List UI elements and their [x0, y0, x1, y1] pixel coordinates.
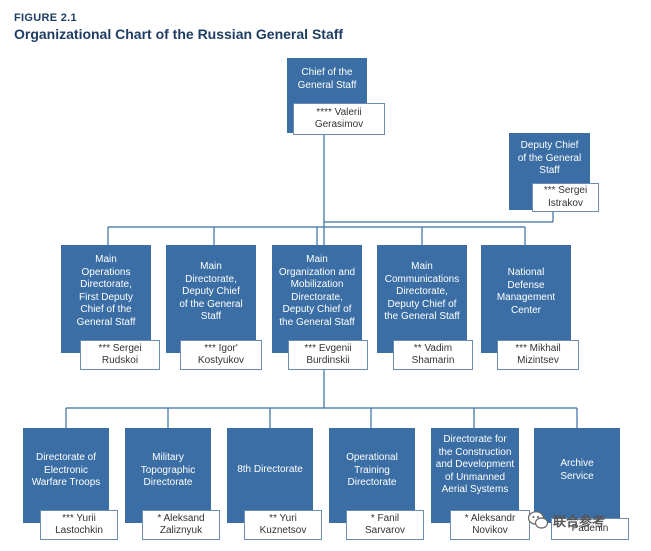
main-directorate-box: Main Directorate, Deputy Chief of the Ge…	[166, 245, 256, 353]
wechat-logo-icon	[527, 511, 549, 529]
military-topographic-directorate-box: Military Topographic Directorate	[125, 428, 211, 523]
eighth-directorate-box: 8th Directorate	[227, 428, 313, 523]
main-communications-box: Main Communications Directorate, Deputy …	[377, 245, 467, 353]
directorate-3-title: 8th Directorate	[237, 464, 303, 475]
unmanned-aerial-systems-directorate-box: Directorate for the Construction and Dev…	[431, 428, 519, 523]
directorate-1-name: *** Yurii Lastochkin	[40, 510, 118, 540]
deputy-title: Deputy Chief of the General Staff	[517, 140, 582, 176]
deputy-name: *** Sergei Istrakov	[532, 183, 599, 212]
watermark: 联合参考	[527, 508, 605, 532]
electronic-warfare-directorate-box: Directorate of Electronic Warfare Troops	[23, 428, 109, 523]
main-unit-1-name: *** Sergei Rudskoi	[80, 340, 160, 370]
main-unit-3-name: *** Evgenii Burdinskii	[288, 340, 368, 370]
directorate-2-name: * Aleksand Zaliznyuk	[142, 510, 220, 540]
operational-training-directorate-box: Operational Training Directorate	[329, 428, 415, 523]
directorate-6-title: Archive Service	[560, 458, 594, 482]
main-unit-3-title: Main Organization and Mobilization Direc…	[278, 254, 356, 328]
directorate-3-name: ** Yuri Kuznetsov	[244, 510, 322, 540]
figure-label: FIGURE 2.1	[14, 12, 77, 24]
directorate-5-name: * Aleksandr Novikov	[450, 510, 530, 540]
national-defense-center-box: National Defense Management Center	[481, 245, 571, 353]
main-organization-mobilization-box: Main Organization and Mobilization Direc…	[272, 245, 362, 353]
archive-service-box: Archive Service	[534, 428, 620, 523]
chart-title: Organizational Chart of the Russian Gene…	[14, 26, 344, 42]
directorate-6-name: Padenin	[551, 518, 629, 540]
main-unit-1-title: Main Operations Directorate, First Deput…	[76, 254, 136, 328]
directorate-4-title: Operational Training Directorate	[346, 452, 398, 488]
directorate-1-title: Directorate of Electronic Warfare Troops	[31, 452, 101, 488]
main-unit-2-title: Main Directorate, Deputy Chief of the Ge…	[179, 261, 243, 322]
main-unit-4-title: Main Communications Directorate, Deputy …	[384, 261, 460, 322]
main-operations-directorate-box: Main Operations Directorate, First Deput…	[61, 245, 151, 353]
chief-title: Chief of the General Staff	[297, 67, 357, 91]
main-unit-5-name: *** Mikhail Mizintsev	[497, 340, 579, 370]
directorate-2-title: Military Topographic Directorate	[140, 452, 196, 488]
directorate-5-title: Directorate for the Construction and Dev…	[435, 434, 515, 495]
watermark-text: 联合参考	[553, 513, 606, 529]
main-unit-2-name: *** Igor' Kostyukov	[180, 340, 262, 370]
main-unit-4-name: ** Vadim Shamarin	[393, 340, 473, 370]
chief-name: **** Valerii Gerasimov	[293, 103, 385, 135]
directorate-4-name: * Fanil Sarvarov	[346, 510, 424, 540]
main-unit-5-title: National Defense Management Center	[496, 267, 556, 316]
